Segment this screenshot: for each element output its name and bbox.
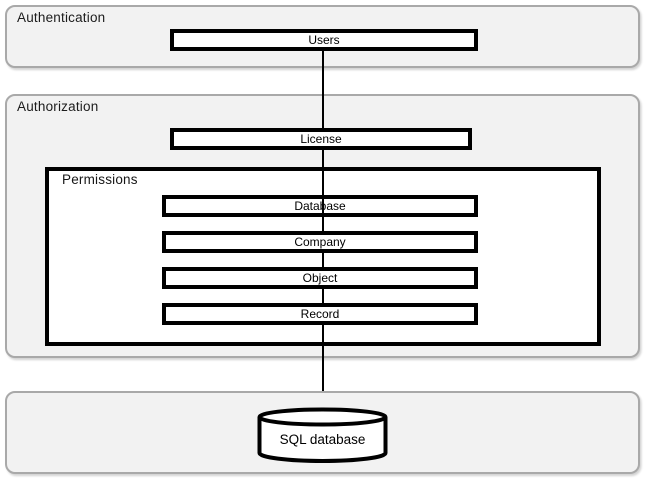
record-permission-label: Record <box>300 307 340 321</box>
sql-database-node: SQL database <box>255 407 390 463</box>
authentication-label: Authentication <box>17 10 106 25</box>
record-permission-node: Record <box>162 303 478 325</box>
connector-line <box>322 51 324 391</box>
object-permission-label: Object <box>302 271 338 285</box>
authorization-label: Authorization <box>17 99 99 114</box>
license-node-label: License <box>300 132 342 146</box>
object-permission-node: Object <box>162 267 478 289</box>
storage-container: SQL database <box>5 391 640 474</box>
company-permission-label: Company <box>294 235 346 249</box>
users-node-label: Users <box>308 33 340 47</box>
sql-database-label: SQL database <box>279 432 366 447</box>
license-node: License <box>170 128 472 150</box>
database-permission-node: Database <box>162 195 478 217</box>
users-node: Users <box>170 29 478 51</box>
database-cylinder-icon <box>257 407 388 463</box>
permissions-label: Permissions <box>62 172 138 187</box>
database-permission-label: Database <box>294 199 346 213</box>
company-permission-node: Company <box>162 231 478 253</box>
